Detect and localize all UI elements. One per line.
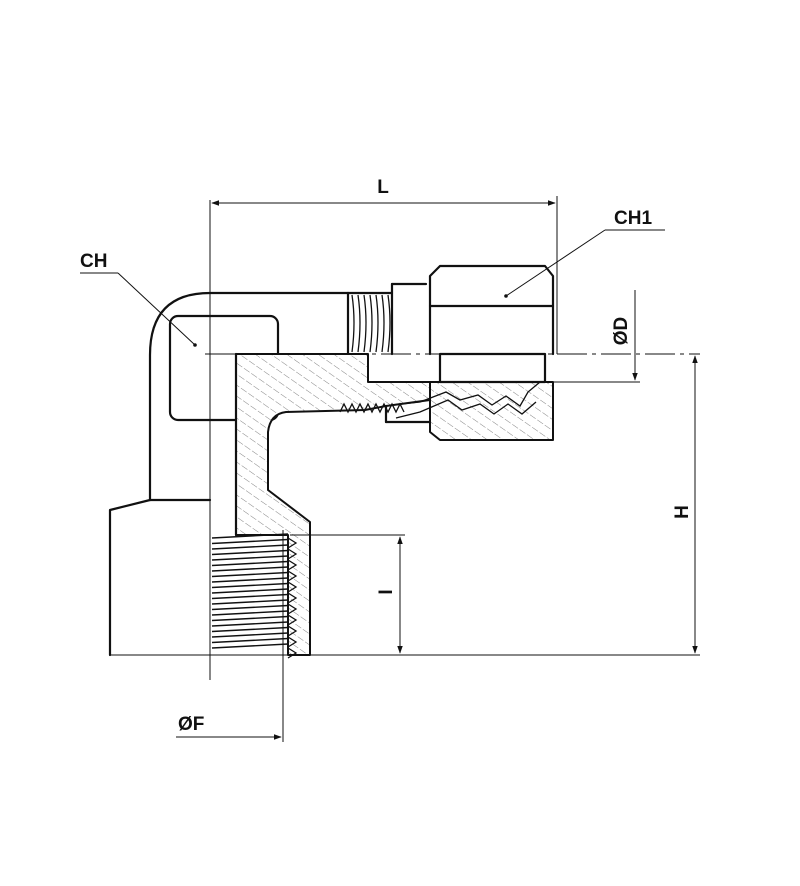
thread-line — [211, 566, 289, 572]
thread-line — [351, 294, 355, 353]
thread-tooth — [287, 614, 298, 626]
elbow-body — [108, 291, 350, 657]
thread-line — [375, 294, 379, 353]
thread-line — [211, 632, 289, 638]
thread-tooth — [287, 603, 298, 615]
thread-tooth — [287, 548, 298, 560]
thread-line — [211, 577, 289, 583]
dimension-d: ØD — [540, 290, 640, 383]
thread-line — [211, 621, 289, 627]
thread-line — [369, 294, 373, 353]
thread-line — [211, 538, 289, 545]
thread-line — [211, 593, 289, 600]
thread-tooth — [287, 570, 298, 582]
label-ch1: CH1 — [614, 208, 652, 229]
thread-line — [211, 571, 289, 578]
thread-line — [211, 555, 289, 561]
thread-tooth — [287, 559, 298, 571]
thread-line — [211, 549, 289, 556]
thread-line — [211, 560, 289, 567]
leader-ch1: CH1 — [504, 208, 665, 298]
thread-line — [211, 533, 289, 539]
label-h: H — [672, 505, 693, 519]
thread-line — [211, 626, 289, 633]
leader-ch: CH — [80, 251, 197, 347]
thread-line — [211, 643, 289, 649]
dimension-f: ØF — [176, 530, 284, 742]
thread-line — [211, 637, 289, 644]
thread-line — [211, 582, 289, 589]
thread-line — [211, 604, 289, 611]
nut-ch1 — [384, 264, 555, 441]
thread-tooth — [287, 625, 298, 637]
body-section — [235, 353, 431, 656]
thread-tooth — [287, 537, 298, 549]
thread-tooth — [287, 592, 298, 604]
male-thread-stub — [346, 282, 428, 356]
internal-thread-bottom — [211, 533, 298, 659]
thread-tooth — [287, 636, 298, 648]
thread-tooth — [287, 647, 298, 659]
thread-line — [211, 610, 289, 616]
thread-line — [381, 294, 385, 353]
thread-line — [387, 294, 391, 353]
thread-line — [363, 294, 367, 353]
thread-line — [211, 588, 289, 594]
thread-tooth — [339, 402, 405, 414]
thread-tooth — [287, 581, 298, 593]
dimension-i: I — [290, 534, 405, 654]
section-thread-teeth — [339, 402, 405, 414]
thread-line — [211, 599, 289, 605]
label-i: I — [376, 589, 397, 594]
dimension-l: L — [211, 177, 558, 354]
thread-line — [357, 294, 361, 353]
label-d: ØD — [611, 317, 632, 346]
label-ch: CH — [80, 251, 107, 272]
thread-line — [211, 615, 289, 622]
thread-line — [211, 544, 289, 550]
label-l: L — [377, 177, 389, 198]
dimension-h: H — [110, 355, 700, 656]
label-f: ØF — [178, 714, 204, 735]
